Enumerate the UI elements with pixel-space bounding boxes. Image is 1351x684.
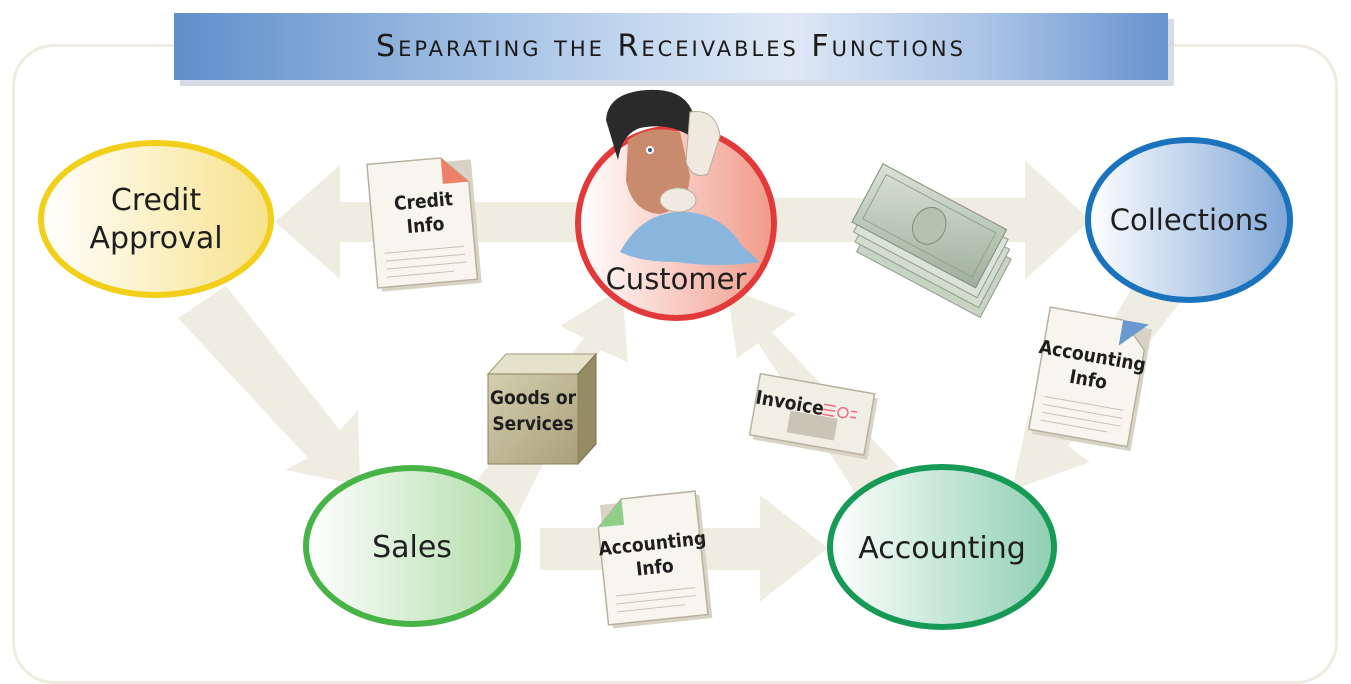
node-accounting-label: Accounting [858, 531, 1026, 566]
doc-goods-or-services-label-1: Goods or [490, 387, 577, 409]
doc-goods-or-services: Goods or Services [486, 352, 598, 466]
doc-credit-info-label-2: Info [406, 213, 446, 238]
node-customer-label: Customer [606, 262, 747, 296]
node-credit-approval-label-2: Approval [89, 221, 222, 256]
node-credit-approval: Credit Approval [38, 140, 274, 298]
doc-goods-or-services-label-2: Services [492, 413, 573, 435]
node-sales-label: Sales [372, 530, 452, 565]
doc-accounting-info-collections: Accounting Info [1027, 306, 1153, 452]
title-banner: Separating the Receivables Functions [174, 13, 1168, 80]
doc-credit-info: Credit Info [366, 157, 482, 292]
doc-invoice: Invoice [748, 372, 878, 460]
node-collections-label: Collections [1110, 203, 1269, 237]
doc-accounting-info-sales: Accounting Info [597, 490, 713, 629]
node-credit-approval-label-1: Credit [111, 183, 201, 218]
diagram-title: Separating the Receivables Functions [376, 29, 966, 64]
doc-accounting-info-sales-label-2: Info [635, 555, 675, 581]
customer-person-icon [606, 89, 760, 265]
node-accounting: Accounting [827, 464, 1057, 630]
money-icon [851, 163, 1012, 319]
doc-credit-info-label-1: Credit [393, 188, 454, 215]
arrow-credit-to-sales [178, 286, 360, 485]
node-sales: Sales [303, 465, 521, 627]
node-collections: Collections [1085, 137, 1293, 303]
node-customer: Customer [575, 89, 777, 321]
